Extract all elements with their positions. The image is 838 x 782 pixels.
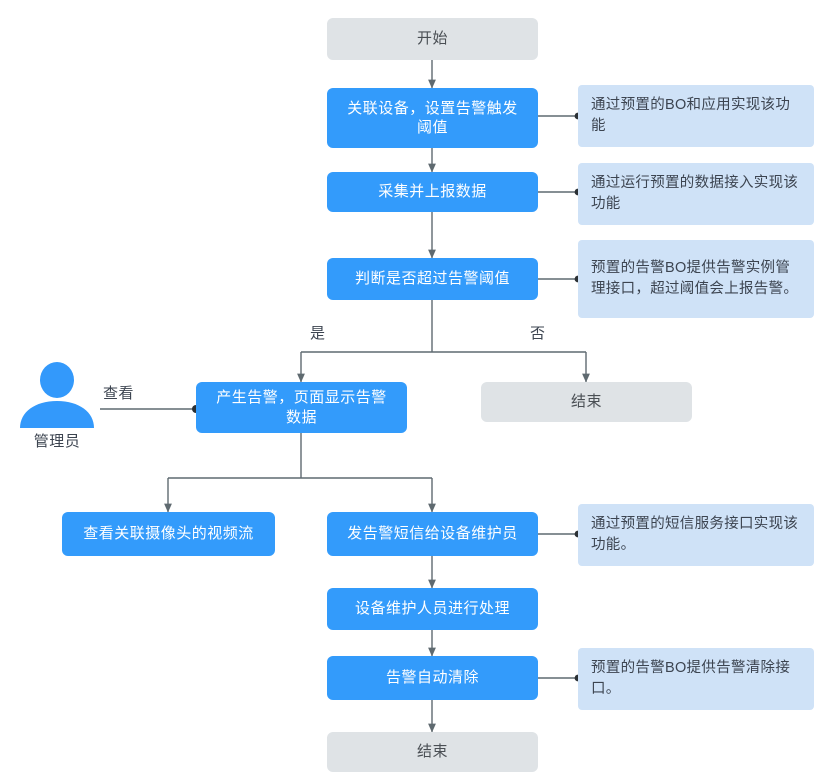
actor-administrator[interactable]: 管理员	[14, 362, 100, 451]
node-view-camera-stream[interactable]: 查看关联摄像头的视频流	[62, 512, 275, 556]
node-start[interactable]: 开始	[327, 18, 538, 60]
node-end-no-branch[interactable]: 结束	[481, 382, 692, 422]
node-send-sms[interactable]: 发告警短信给设备维护员	[327, 512, 538, 556]
note-check-threshold: 预置的告警BO提供告警实例管理接口，超过阈值会上报告警。	[578, 240, 814, 318]
edge-label-view: 查看	[103, 385, 135, 402]
node-auto-clear[interactable]: 告警自动清除	[327, 656, 538, 700]
node-collect-report[interactable]: 采集并上报数据	[327, 172, 538, 212]
note-collect-report: 通过运行预置的数据接入实现该功能	[578, 163, 814, 225]
node-maintainer-handle[interactable]: 设备维护人员进行处理	[327, 588, 538, 630]
note-bind-device: 通过预置的BO和应用实现该功能	[578, 85, 814, 147]
node-check-threshold[interactable]: 判断是否超过告警阈值	[327, 258, 538, 300]
edge-label-yes: 是	[310, 325, 326, 342]
actor-label: 管理员	[33, 433, 81, 450]
user-icon	[14, 362, 100, 428]
node-bind-device[interactable]: 关联设备，设置告警触发 阈值	[327, 88, 538, 148]
node-generate-alarm[interactable]: 产生告警，页面显示告警 数据	[196, 382, 407, 433]
edge-label-no: 否	[530, 325, 546, 342]
node-end-final[interactable]: 结束	[327, 732, 538, 772]
note-auto-clear: 预置的告警BO提供告警清除接口。	[578, 648, 814, 710]
note-send-sms: 通过预置的短信服务接口实现该功能。	[578, 504, 814, 566]
